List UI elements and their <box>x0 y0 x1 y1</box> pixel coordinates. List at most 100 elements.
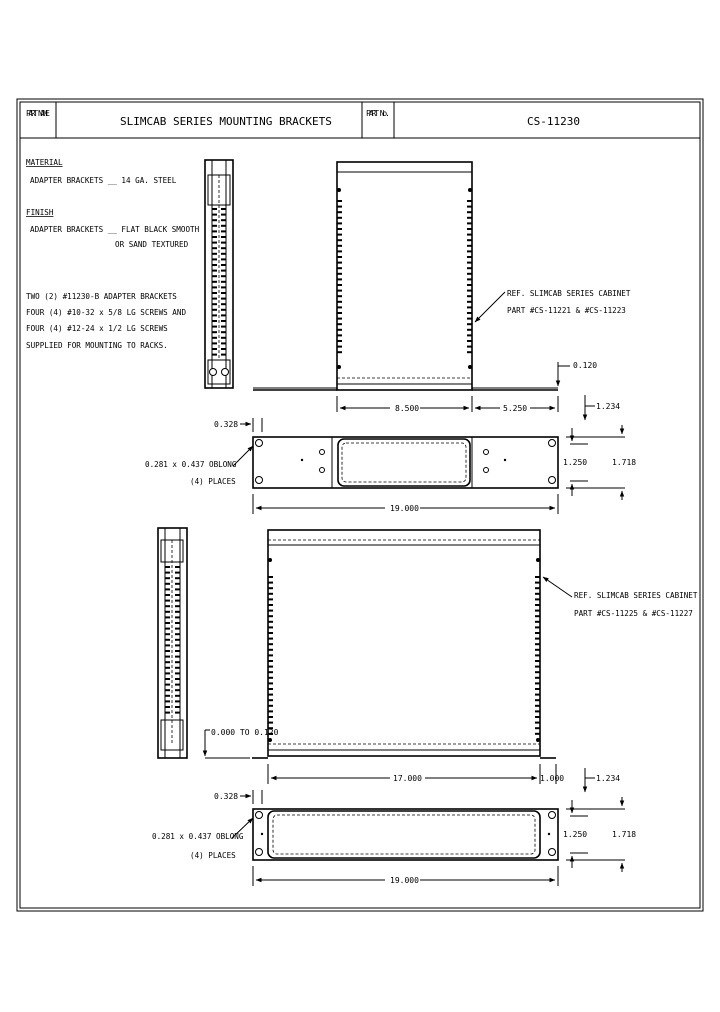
front-view-bottom <box>252 529 556 759</box>
vent-slot <box>165 700 170 703</box>
vent-slot <box>221 308 226 311</box>
vent-slot <box>165 638 170 641</box>
vent-slot <box>535 604 540 606</box>
vent-slot <box>535 693 540 696</box>
vent-slot <box>337 256 342 258</box>
vent-slot <box>268 660 273 662</box>
title-block: PART NAME SLIMCAB SERIES MOUNTING BRACKE… <box>20 102 700 139</box>
vent-slot <box>221 230 226 233</box>
dim-bottom-height-inner: 1.250 <box>563 830 587 839</box>
vent-slot <box>337 284 342 286</box>
finish-heading: FINISH <box>26 208 54 217</box>
vent-slot <box>268 693 273 696</box>
vent-slot <box>337 312 342 314</box>
vent-slot <box>175 610 180 613</box>
dim-bottom-height-outer: 1.718 <box>612 830 636 839</box>
vent-slot <box>212 308 217 311</box>
vent-slot <box>165 661 170 664</box>
vent-slot <box>212 275 217 278</box>
vent-slot <box>221 336 226 339</box>
vent-slot <box>467 306 472 309</box>
reference-note-top: REF. SLIMCAB SERIES CABINET PART #CS-112… <box>474 289 631 323</box>
vent-slot <box>212 286 217 289</box>
vent-slot <box>221 224 226 227</box>
vent-slot <box>268 654 273 657</box>
bracket-dimensions-top: 0.328 0.281 x 0.437 OBLONG (4) PLACES 1.… <box>145 418 636 514</box>
vent-slot <box>221 292 226 294</box>
vent-slot <box>268 676 273 679</box>
vent-slot <box>221 213 226 216</box>
vent-slot <box>165 655 170 658</box>
vent-slot <box>337 267 342 270</box>
part-name: SLIMCAB SERIES MOUNTING BRACKETS <box>120 115 332 128</box>
dimensions-bottom-row: 0.000 TO 0.120 17.000 1.000 1.234 <box>202 728 620 793</box>
vent-slot <box>175 689 180 692</box>
vent-slot <box>212 224 217 227</box>
vent-slot <box>268 727 273 730</box>
vent-slot <box>535 609 540 612</box>
vent-slot <box>268 643 273 646</box>
vent-slot <box>535 688 540 690</box>
vent-slot <box>337 261 342 264</box>
dim-top-thickness: 0.120 <box>573 361 597 370</box>
vent-slot <box>175 650 180 652</box>
vent-slot <box>175 694 180 697</box>
vent-slot <box>535 581 540 584</box>
vent-slot <box>268 615 273 618</box>
vent-slot <box>337 351 342 354</box>
bracket-dimensions-bottom: 0.328 0.281 x 0.437 OBLONG (4) PLACES 1.… <box>152 790 636 886</box>
bracket-plan-top <box>252 436 559 489</box>
vent-slot <box>467 256 472 258</box>
vent-slot <box>212 230 217 233</box>
vent-slot <box>535 620 540 623</box>
ref-top-line-1: REF. SLIMCAB SERIES CABINET <box>507 289 631 298</box>
vent-slot <box>337 328 342 331</box>
vent-slot <box>337 317 342 320</box>
vent-slot <box>221 331 226 334</box>
vent-slot <box>535 637 540 640</box>
vent-slot <box>165 599 170 602</box>
vent-slot <box>337 300 342 303</box>
finish-line-2: OR SAND TEXTURED <box>115 240 189 249</box>
vent-slot <box>212 297 217 300</box>
vent-slot <box>467 228 472 230</box>
vent-slot <box>165 571 170 574</box>
vent-slot <box>535 727 540 730</box>
vent-slot <box>221 320 226 322</box>
vent-slot <box>535 710 540 713</box>
vent-slot <box>535 665 540 668</box>
vent-slot <box>535 598 540 601</box>
vent-slot <box>212 342 217 345</box>
vent-slot <box>535 626 540 629</box>
vent-slot <box>165 650 170 652</box>
vent-slot <box>268 637 273 640</box>
slot-note-bottom-1: 0.281 x 0.437 OBLONG <box>152 832 244 841</box>
vent-slot <box>212 320 217 322</box>
vent-slot <box>535 654 540 657</box>
vent-slot <box>212 219 217 222</box>
drawing-notes: MATERIAL ADAPTER BRACKETS __ 14 GA. STEE… <box>26 158 200 350</box>
vent-slot <box>337 278 342 281</box>
vent-slot <box>467 300 472 303</box>
vent-slot <box>268 682 273 685</box>
vent-slot <box>175 711 180 714</box>
ref-bottom-line-1: REF. SLIMCAB SERIES CABINET <box>574 591 698 600</box>
dim-top-edge: 0.328 <box>214 420 238 429</box>
vent-slot <box>268 721 273 724</box>
vent-slot <box>535 592 540 595</box>
vent-slot <box>175 661 180 664</box>
vent-slot <box>337 345 342 348</box>
vent-slot <box>175 633 180 636</box>
vent-slot <box>268 716 273 718</box>
vent-slot <box>268 626 273 629</box>
dim-top-height-inner: 1.250 <box>563 458 587 467</box>
dim-bottom-width: 17.000 <box>393 774 422 783</box>
vent-slot <box>268 699 273 702</box>
vent-slot <box>212 247 217 250</box>
vent-slot <box>268 609 273 612</box>
vent-slot <box>165 694 170 697</box>
vent-slot <box>212 353 217 356</box>
vent-slot <box>337 211 342 214</box>
vent-slot <box>221 348 226 350</box>
vent-slot <box>165 711 170 714</box>
